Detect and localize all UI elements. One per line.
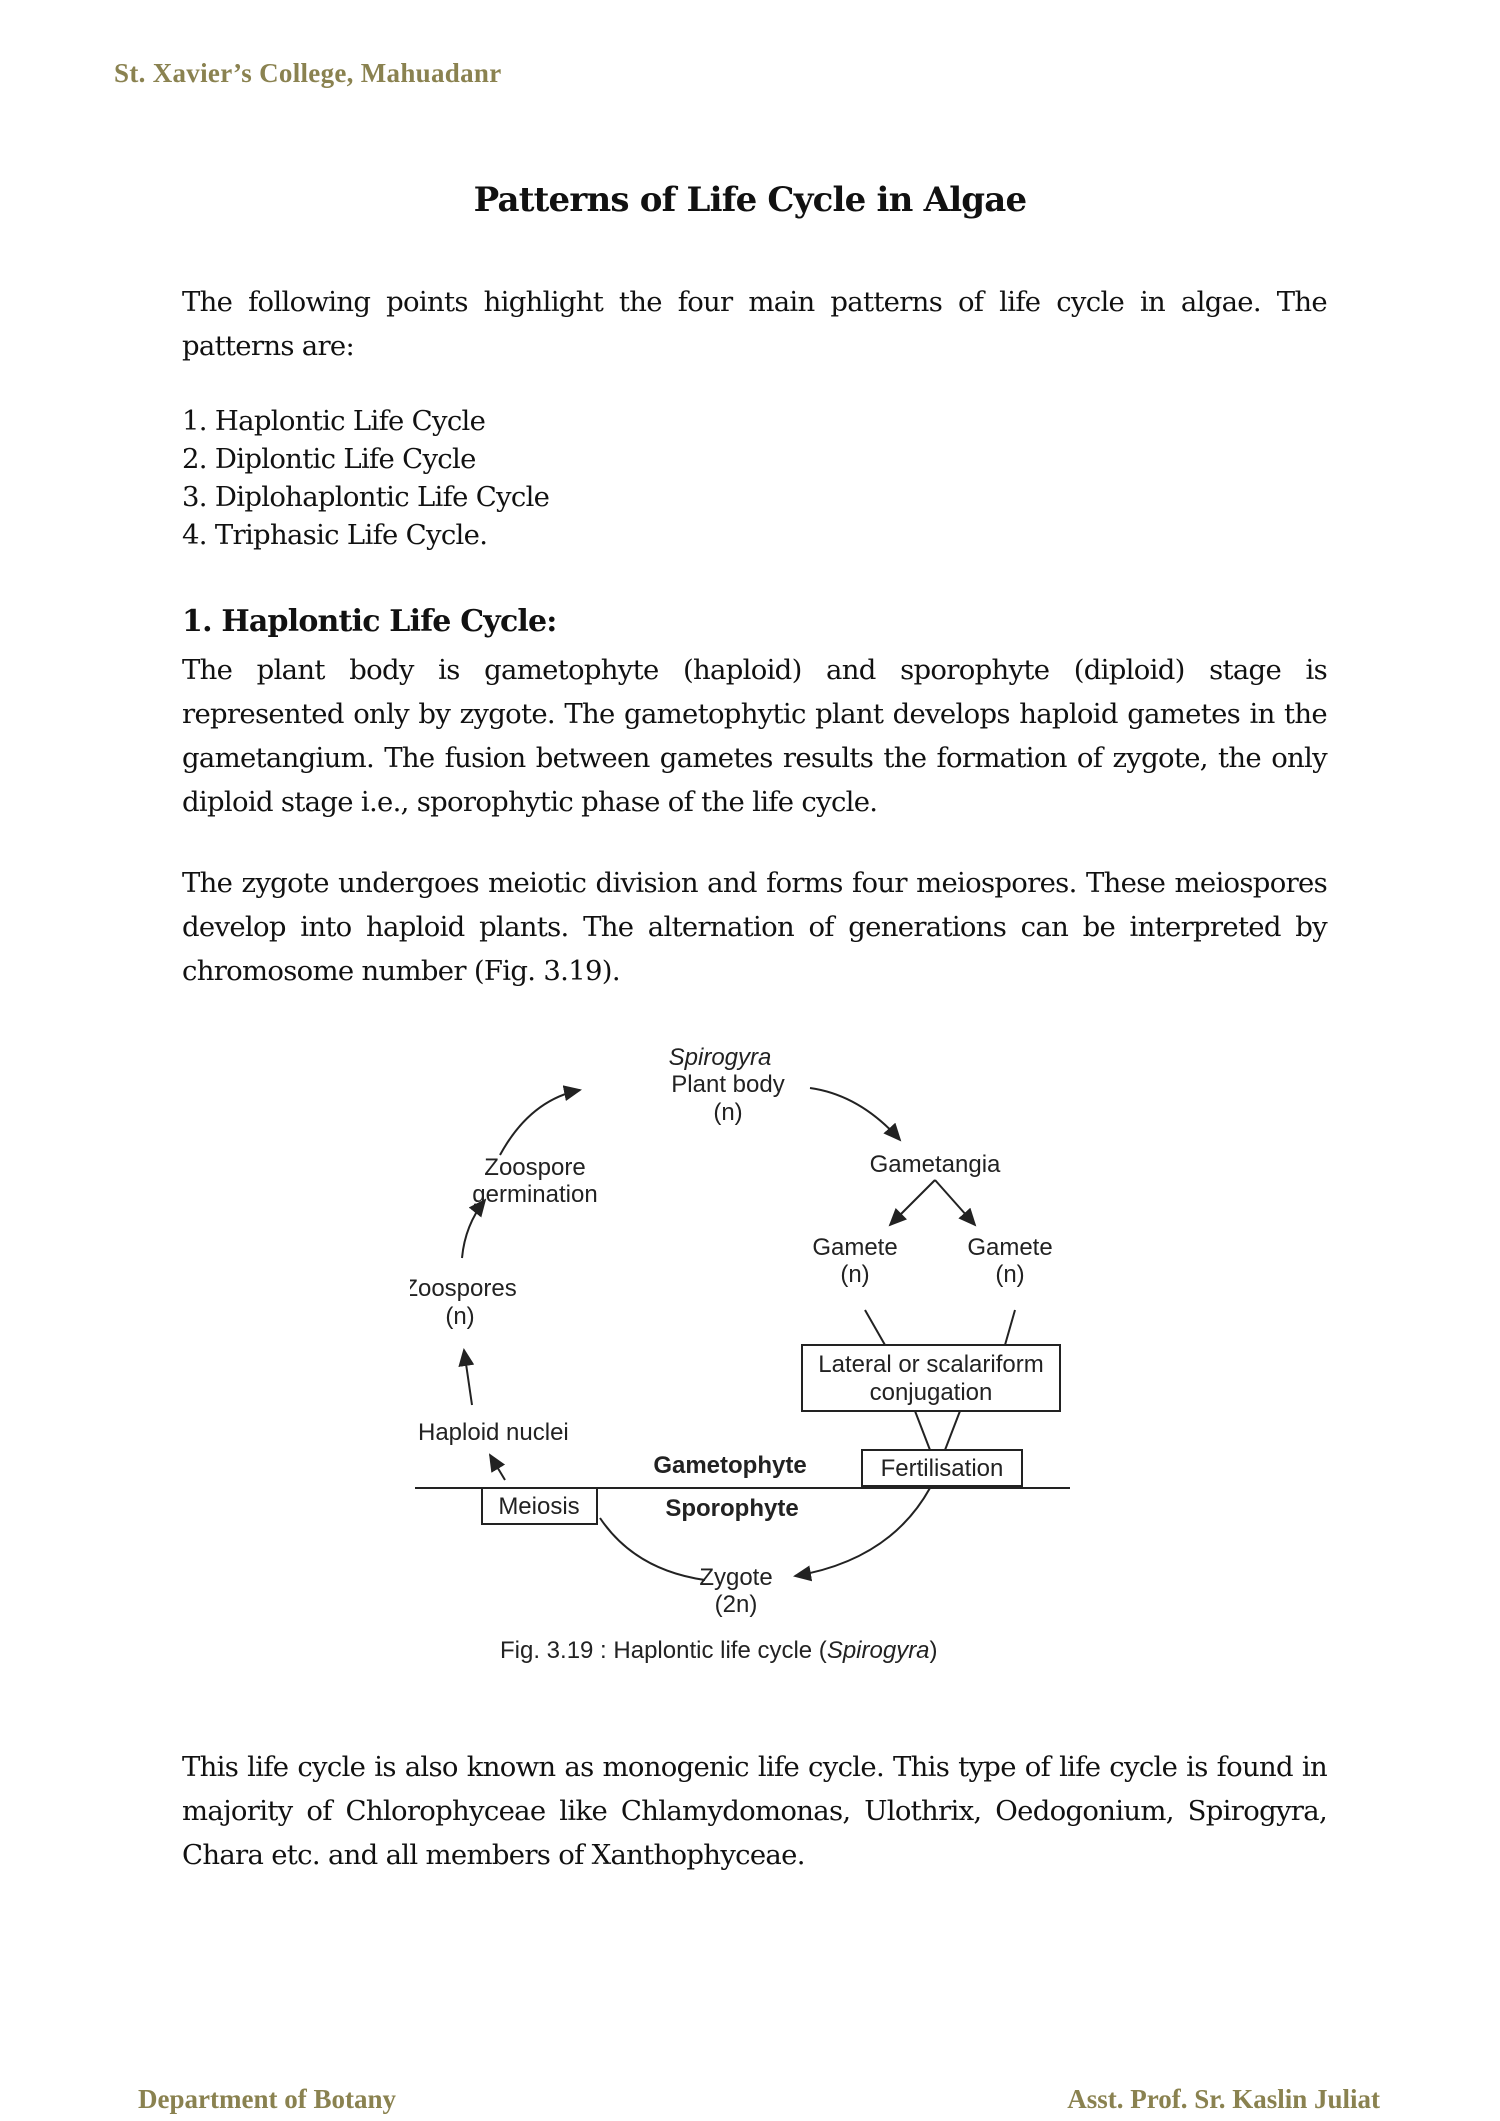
arrow-fertilisation-to-zygote: [793, 1487, 931, 1582]
label-gamete-left-n: (n): [840, 1261, 869, 1288]
label-conjugation-line1: Lateral or scalariform: [818, 1351, 1043, 1378]
list-item: 2. Diplontic Life Cycle: [182, 443, 476, 475]
list-item: 3. Diplohaplontic Life Cycle: [182, 481, 550, 513]
line-gamete-left-to-conjugation: [864, 1309, 886, 1346]
conjugation-box: [801, 1344, 1061, 1412]
arrow-nuclei-to-zoospores: [458, 1348, 475, 1406]
label-zoospores-n: (n): [445, 1303, 474, 1330]
line-conjugation-to-fertilisation-a: [914, 1410, 931, 1451]
fertilisation-box: [861, 1449, 1023, 1487]
label-zoospore-germination-line2: germination: [472, 1181, 597, 1208]
line-zygote-to-meiosis: [599, 1517, 706, 1581]
footer-department: Department of Botany: [138, 2084, 396, 2114]
label-zygote: Zygote: [699, 1564, 772, 1591]
label-gametophyte: Gametophyte: [653, 1452, 806, 1479]
arrow-germination-to-plant: [499, 1085, 582, 1156]
arrow-plant-to-gametangia: [809, 1087, 902, 1142]
arrow-meiosis-to-nuclei: [488, 1453, 506, 1481]
label-conjugation-line2: conjugation: [870, 1379, 993, 1406]
label-fertilisation: Fertilisation: [881, 1455, 1004, 1482]
label-plant-n: (n): [713, 1099, 742, 1126]
arrow-gametangia-to-gamete-right: [934, 1179, 977, 1227]
label-zoospore-germination-line1: Zoospore: [484, 1154, 585, 1181]
label-zoospores: Zoospores: [410, 1275, 517, 1302]
paragraph-2: The zygote undergoes meiotic division an…: [182, 867, 1328, 987]
page-title: Patterns of Life Cycle in Algae: [473, 180, 1028, 220]
meiosis-box: [481, 1487, 598, 1525]
label-gamete-right-n: (n): [995, 1261, 1024, 1288]
life-cycle-figure: Spirogyra Plant body (n) Gametangia Game…: [403, 1040, 1090, 1680]
list-item: 4. Triphasic Life Cycle.: [182, 519, 488, 551]
list-item: 1. Haplontic Life Cycle: [182, 405, 486, 437]
label-gamete-left: Gamete: [812, 1234, 897, 1261]
label-meiosis: Meiosis: [498, 1493, 579, 1520]
life-cycle-diagram: Spirogyra Plant body (n) Gametangia Game…: [403, 1044, 1070, 1664]
intro-paragraph: The following points highlight the four …: [182, 286, 1328, 362]
arrow-zoospores-to-germination: [461, 1198, 487, 1259]
label-gamete-right: Gamete: [967, 1234, 1052, 1261]
header-college-name: St. Xavier’s College, Mahuadanr: [114, 58, 502, 88]
line-conjugation-to-fertilisation-b: [944, 1410, 961, 1451]
pattern-list: 1. Haplontic Life Cycle 2. Diplontic Lif…: [182, 402, 550, 554]
paragraph-1: The plant body is gametophyte (haploid) …: [182, 654, 1328, 818]
label-haploid-nuclei: Haploid nuclei: [418, 1419, 569, 1446]
paragraph-3: This life cycle is also known as monogen…: [182, 1751, 1328, 1871]
label-plant-body: Plant body: [671, 1071, 784, 1098]
arrow-gametangia-to-gamete-left: [888, 1179, 936, 1227]
label-sporophyte: Sporophyte: [665, 1495, 798, 1522]
figure-caption: Fig. 3.19 : Haplontic life cycle (Spirog…: [500, 1637, 938, 1664]
label-gametangia: Gametangia: [870, 1151, 1001, 1178]
footer-author: Asst. Prof. Sr. Kaslin Juliat: [1067, 2084, 1380, 2114]
section-heading: 1. Haplontic Life Cycle:: [182, 604, 557, 639]
line-gamete-right-to-conjugation: [1004, 1309, 1016, 1346]
label-plant-genus: Spirogyra: [669, 1044, 772, 1071]
label-zygote-2n: (2n): [715, 1591, 758, 1618]
